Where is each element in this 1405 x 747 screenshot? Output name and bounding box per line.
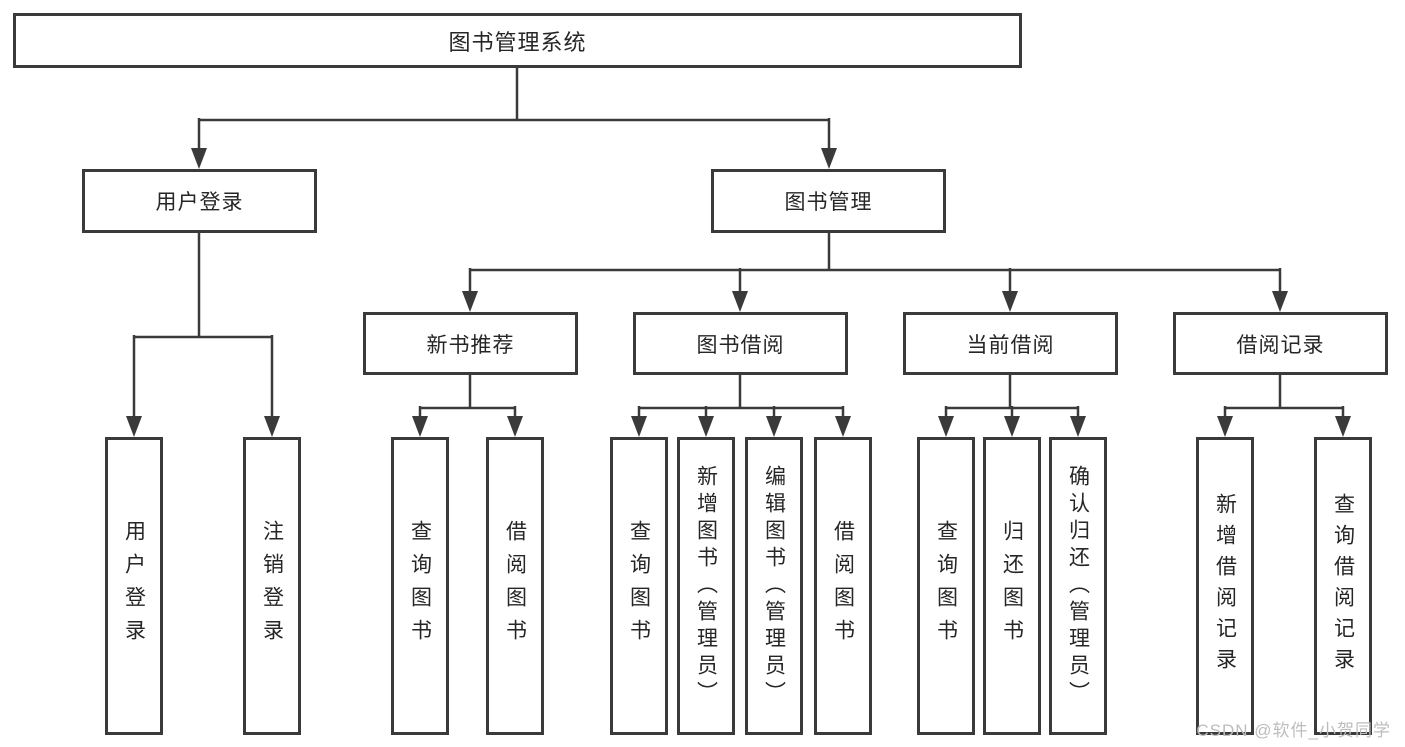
- node-label: 确认归还（管理员）: [1066, 464, 1090, 708]
- node-label: 查询图书: [408, 520, 432, 652]
- node-label: 借阅记录: [1236, 333, 1325, 357]
- node-label: 查询借阅记录: [1331, 493, 1355, 679]
- node-label: 借阅图书: [503, 520, 527, 652]
- leaf-borrow-books-recommend: 借阅图书: [486, 437, 544, 735]
- leaf-logout-login: 注销登录: [243, 437, 301, 735]
- node-label: 新增借阅记录: [1213, 493, 1237, 679]
- leaf-query-borrow-record: 查询借阅记录: [1314, 437, 1372, 735]
- csdn-watermark: CSDN @软件_小贺同学: [1196, 721, 1391, 740]
- node-label: 当前借阅: [966, 333, 1055, 357]
- leaf-query-books-recommend: 查询图书: [391, 437, 449, 735]
- leaf-borrow-books: 借阅图书: [814, 437, 872, 735]
- node-label: 编辑图书（管理员）: [762, 464, 786, 708]
- node-library-management-system: 图书管理系统: [13, 13, 1022, 68]
- node-label: 图书管理系统: [448, 29, 587, 55]
- node-label: 用户登录: [122, 520, 146, 652]
- leaf-add-borrow-record: 新增借阅记录: [1196, 437, 1254, 735]
- leaf-user-login: 用户登录: [105, 437, 163, 735]
- node-label: 借阅图书: [831, 520, 855, 652]
- node-book-management: 图书管理: [711, 169, 946, 233]
- node-borrow-records: 借阅记录: [1173, 312, 1388, 375]
- node-label: 用户登录: [155, 191, 244, 214]
- leaf-edit-book-admin: 编辑图书（管理员）: [745, 437, 803, 735]
- node-new-book-recommend: 新书推荐: [363, 312, 578, 375]
- node-label: 新增图书（管理员）: [694, 464, 718, 708]
- node-label: 新书推荐: [426, 333, 515, 357]
- node-label: 查询图书: [627, 520, 651, 652]
- leaf-return-books: 归还图书: [983, 437, 1041, 735]
- node-label: 图书管理: [784, 191, 873, 214]
- leaf-confirm-return-admin: 确认归还（管理员）: [1049, 437, 1107, 735]
- node-label: 注销登录: [260, 520, 284, 652]
- leaf-query-books-borrow: 查询图书: [610, 437, 668, 735]
- node-label: 归还图书: [1000, 520, 1024, 652]
- node-label: 查询图书: [934, 520, 958, 652]
- node-user-login: 用户登录: [82, 169, 317, 233]
- node-label: 图书借阅: [696, 333, 785, 357]
- node-current-borrow: 当前借阅: [903, 312, 1118, 375]
- leaf-query-books-current: 查询图书: [917, 437, 975, 735]
- leaf-add-book-admin: 新增图书（管理员）: [677, 437, 735, 735]
- node-book-borrow: 图书借阅: [633, 312, 848, 375]
